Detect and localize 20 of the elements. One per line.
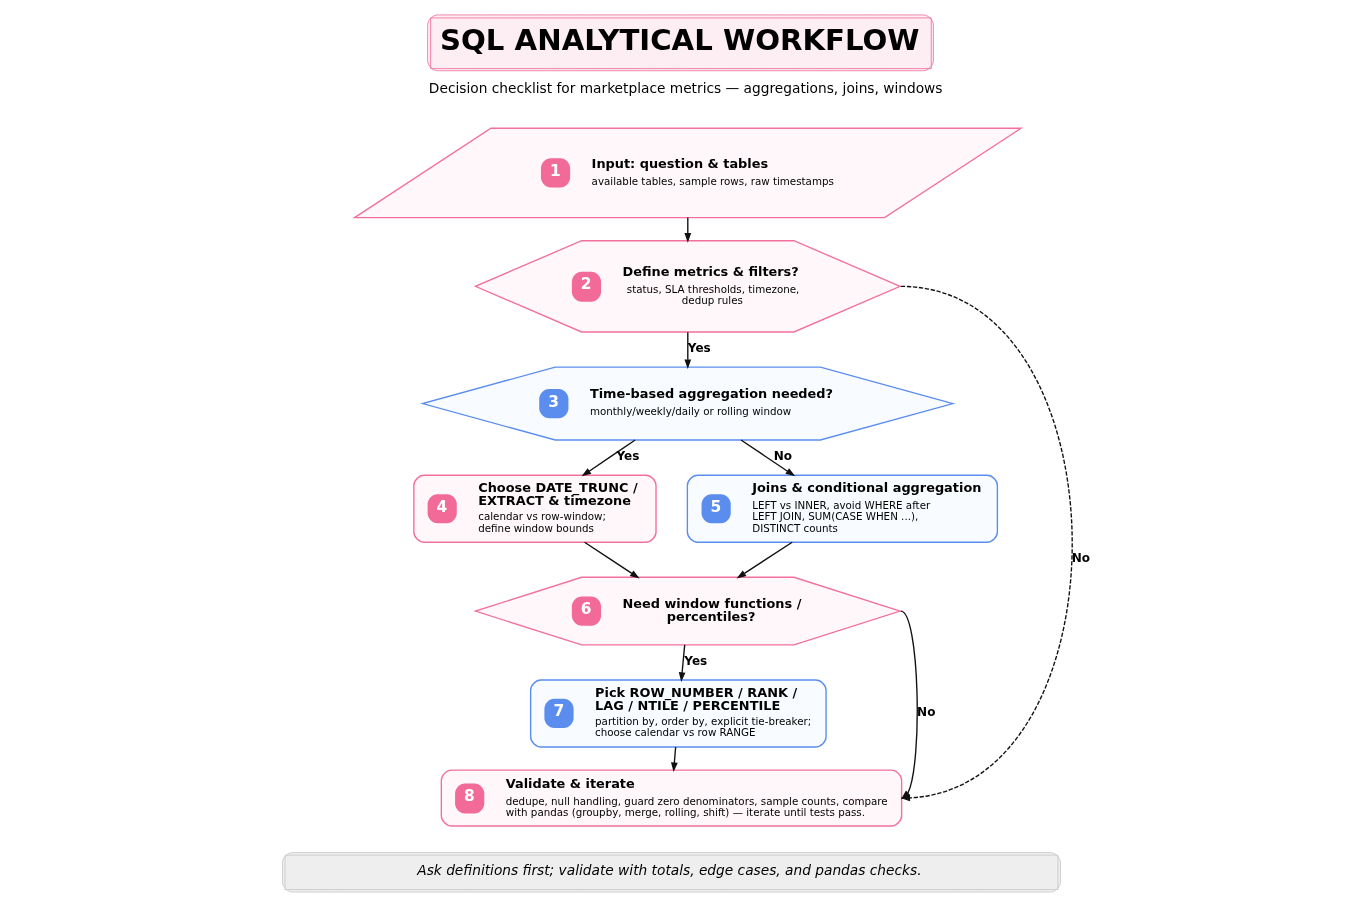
arrow (670, 746, 678, 773)
arrow (583, 541, 640, 579)
arrow (678, 644, 685, 682)
arrow (739, 439, 795, 477)
diagram-title: SQL ANALYTICAL WORKFLOW (439, 22, 920, 57)
edge-label: Yes (616, 448, 639, 463)
arrow (581, 439, 636, 477)
node-box: 5 Joins & conditional aggregation LEFT vs INNER, avoid WHERE after LEFT JOIN, SUM(CASE WHEN ...), DISTINCT counts (686, 474, 998, 543)
node-box: 7 Pick ROW_NUMBER / RANK / LAG / NTILE / PERCENTILE partition by, order by, explicit tie-breaker; choose calendar vs row RANGE (529, 679, 827, 748)
arrow (736, 541, 793, 579)
arrow (683, 331, 691, 370)
node-box: 8 Validate & iterate dedupe, null handling, guard zero denominators, sample counts, compare with pandas (groupby, merge, rolling, shift) — iterate until tests pass. (440, 769, 902, 827)
label: Decision checklist for marketplace metrics — aggregations, joins, windows (428, 79, 942, 96)
edge-label: No (773, 448, 792, 463)
node-box: 4 Choose DATE_TRUNC / EXTRACT & timezone calendar vs row-window; define window bounds (412, 474, 657, 543)
edge-label: Yes (683, 653, 707, 668)
edge-label: Yes (687, 340, 711, 355)
caption: Ask definitions first; validate with totals, edge cases, and pandas checks. (416, 861, 921, 878)
edge-label: No (1071, 551, 1090, 566)
edge-label: No (916, 704, 935, 719)
